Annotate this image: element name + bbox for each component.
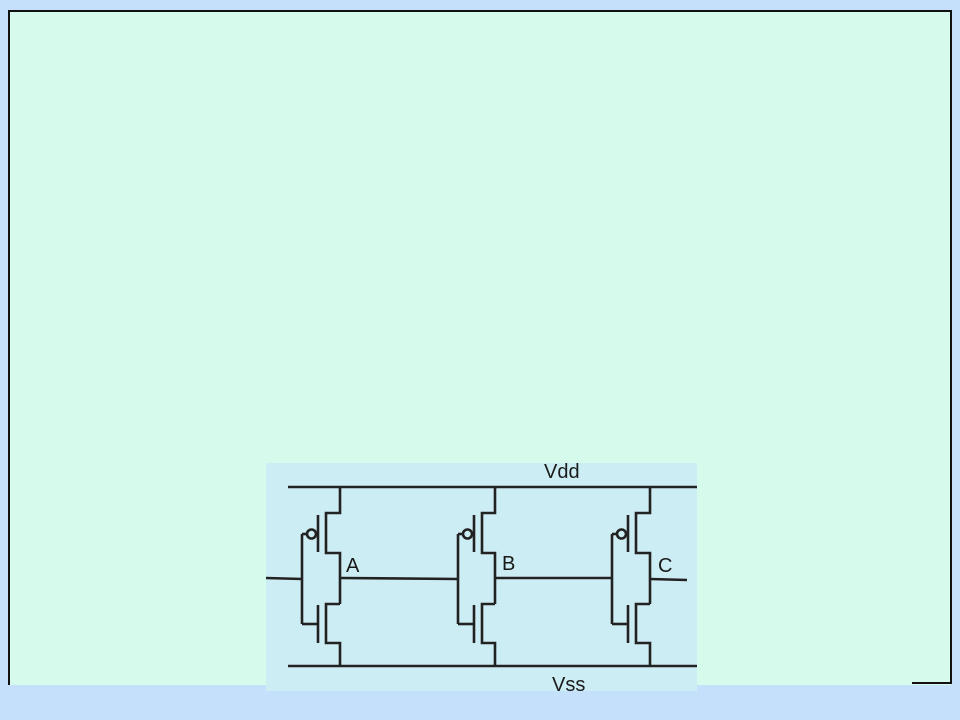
- node-label-c: C: [658, 555, 672, 577]
- output-wire-c: [649, 577, 688, 582]
- inverter-chain-diagram: [265, 485, 697, 668]
- inverter-stage-3: [610, 487, 688, 666]
- pmos-bubble: [615, 528, 628, 540]
- nmos-body: [480, 602, 497, 666]
- nmos-body: [324, 602, 342, 666]
- inverter-stage-2: [456, 487, 612, 666]
- vss-label: Vss: [552, 674, 585, 696]
- pmos-body: [480, 487, 497, 604]
- node-label-b: B: [502, 553, 515, 575]
- diagram-panel: [266, 463, 697, 691]
- pmos-bubble: [305, 528, 318, 540]
- content-frame-border: [8, 10, 952, 685]
- pmos-bubble: [461, 528, 474, 540]
- output-wire-a: [339, 576, 459, 581]
- node-label-a: A: [346, 555, 360, 577]
- inverter-stage-1: [265, 487, 459, 666]
- nmos-body: [634, 602, 652, 666]
- pmos-body: [634, 487, 652, 604]
- pmos-body: [324, 487, 342, 604]
- input-wire: [265, 576, 303, 581]
- vdd-label: Vdd: [544, 461, 580, 483]
